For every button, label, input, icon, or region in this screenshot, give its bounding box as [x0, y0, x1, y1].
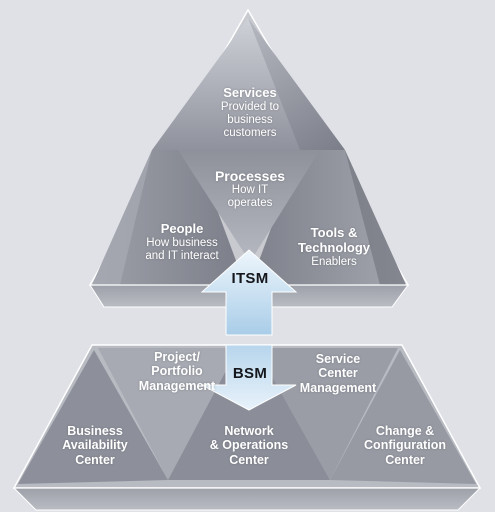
business-facet	[18, 350, 168, 484]
project-line-3: Management	[138, 378, 216, 393]
bsm-label: BSM	[232, 365, 268, 382]
change-line-3: Center	[385, 452, 425, 467]
services-sub-3: customers	[223, 127, 277, 140]
service-center-label: Service Center Management	[300, 352, 376, 395]
project-label: Project/ Portfolio Management	[139, 350, 215, 393]
processes-title: Processes	[214, 168, 286, 184]
people-sub-2: and IT interact	[145, 250, 219, 263]
network-line-1: Network	[224, 424, 274, 438]
network-label: Network & Operations Center	[210, 424, 289, 467]
project-line-1: Project/	[154, 350, 200, 364]
service-center-line-2: Center	[318, 366, 358, 381]
services-title: Services	[223, 85, 277, 100]
people-title: People	[160, 221, 204, 236]
processes-label: Processes How IT operates	[215, 168, 285, 211]
network-line-2: & Operations	[209, 438, 289, 453]
network-line-3: Center	[229, 452, 269, 467]
services-sub-2: business	[227, 114, 273, 127]
down-arrow-bsm	[201, 344, 297, 411]
tools-facet-edge	[345, 150, 406, 285]
change-line-1: Change &	[375, 424, 435, 438]
business-label: Business Availability Center	[62, 424, 128, 467]
change-label: Change & Configuration Center	[364, 424, 446, 467]
tools-title-2: Technology	[298, 239, 370, 255]
up-arrow-itsm	[200, 249, 298, 336]
people-sub-1: How business	[146, 236, 218, 249]
bsm-platform	[12, 344, 482, 511]
tools-title-1: Tools &	[310, 225, 358, 240]
change-facet	[330, 350, 476, 484]
business-line-1: Business	[67, 424, 123, 438]
services-facet-shade	[248, 18, 345, 150]
service-center-facet	[256, 348, 398, 480]
project-facet	[98, 348, 238, 480]
processes-sub-2: operates	[227, 197, 273, 210]
people-label: People How business and IT interact	[145, 221, 219, 263]
itsm-bsm-arrow	[200, 249, 298, 411]
services-label: Services Provided to business customers	[220, 85, 280, 141]
change-line-2: Configuration	[364, 438, 446, 453]
business-line-3: Center	[75, 452, 115, 467]
services-sub-1: Provided to	[220, 100, 280, 113]
itsm-label: ITSM	[231, 270, 269, 287]
tools-sub: Enablers	[311, 255, 357, 268]
project-line-2: Portfolio	[151, 364, 203, 379]
service-center-line-1: Service	[315, 352, 361, 366]
bsm-base	[12, 487, 482, 511]
processes-facet	[178, 150, 320, 262]
processes-sub-1: How IT	[231, 184, 269, 197]
business-line-2: Availability	[62, 438, 128, 453]
service-center-line-3: Management	[299, 380, 377, 395]
network-facet	[168, 348, 330, 480]
people-facet-edge	[92, 150, 152, 285]
tools-label: Tools & Technology Enablers	[298, 225, 370, 269]
itsm-pyramid	[88, 8, 410, 308]
